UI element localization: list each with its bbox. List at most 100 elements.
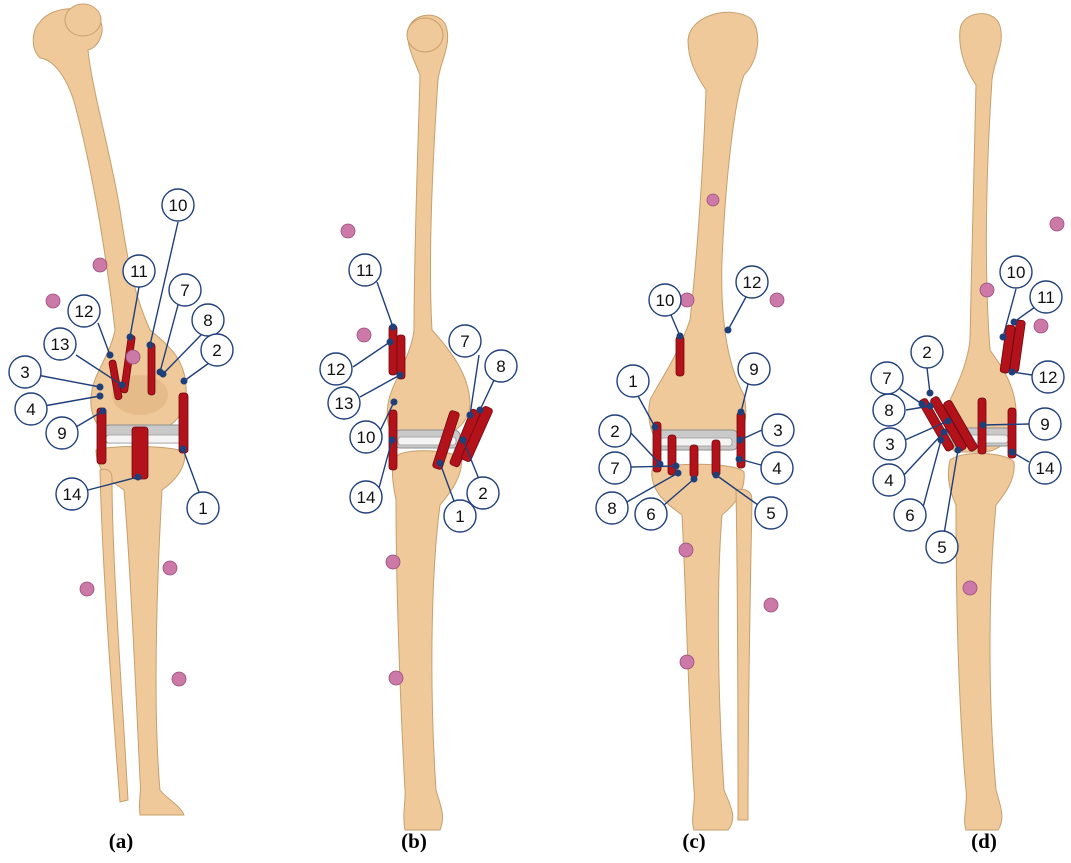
label-d-6: 6 xyxy=(894,499,926,531)
svg-text:12: 12 xyxy=(327,360,346,379)
svg-text:10: 10 xyxy=(169,196,188,215)
label-a-14: 14 xyxy=(56,478,88,510)
svg-text:9: 9 xyxy=(749,360,758,379)
label-d-10: 10 xyxy=(1000,256,1032,288)
label-d-14: 14 xyxy=(1029,452,1061,484)
svg-text:7: 7 xyxy=(610,459,619,478)
marker xyxy=(172,672,186,686)
fibula-bone xyxy=(100,469,128,802)
panel-caption-b: (b) xyxy=(401,829,427,853)
svg-text:9: 9 xyxy=(1040,415,1049,434)
ligament xyxy=(389,325,397,375)
svg-text:1: 1 xyxy=(198,499,207,518)
svg-text:10: 10 xyxy=(656,291,675,310)
svg-text:4: 4 xyxy=(26,400,35,419)
svg-text:10: 10 xyxy=(357,428,376,447)
label-c-2: 2 xyxy=(599,415,631,447)
panel-caption-c: (c) xyxy=(682,829,705,853)
panel-caption-a: (a) xyxy=(109,829,134,853)
label-a-2: 2 xyxy=(201,334,233,366)
label-a-7: 7 xyxy=(169,274,201,306)
label-a-8: 8 xyxy=(192,304,224,336)
marker xyxy=(679,543,693,557)
femoral-head xyxy=(65,4,101,36)
label-a-13: 13 xyxy=(44,328,76,360)
svg-text:2: 2 xyxy=(212,341,221,360)
svg-text:7: 7 xyxy=(460,332,469,351)
svg-text:14: 14 xyxy=(1036,459,1055,478)
marker xyxy=(341,224,355,238)
label-a-9: 9 xyxy=(46,417,78,449)
svg-text:13: 13 xyxy=(51,335,70,354)
marker xyxy=(1050,217,1064,231)
femur-bone xyxy=(649,12,758,448)
svg-text:11: 11 xyxy=(1037,288,1055,307)
ligament xyxy=(148,343,155,395)
marker xyxy=(680,293,694,307)
svg-text:8: 8 xyxy=(884,401,893,420)
label-d-2: 2 xyxy=(911,336,943,368)
svg-text:5: 5 xyxy=(937,538,946,557)
marker xyxy=(357,328,371,342)
svg-text:3: 3 xyxy=(20,363,29,382)
panel-c: 10 12 1 9 2 3 7 4 8 6 5 (c) xyxy=(596,12,794,853)
label-d-7: 7 xyxy=(871,362,903,394)
svg-text:1: 1 xyxy=(455,507,464,526)
svg-text:10: 10 xyxy=(1007,263,1026,282)
label-d-3: 3 xyxy=(874,428,906,460)
label-d-9: 9 xyxy=(1029,408,1061,440)
ligament xyxy=(179,393,188,453)
svg-text:2: 2 xyxy=(478,484,487,503)
label-c-4: 4 xyxy=(761,452,793,484)
svg-text:4: 4 xyxy=(884,471,893,490)
svg-text:2: 2 xyxy=(610,422,619,441)
label-b-2: 2 xyxy=(467,477,499,509)
ligament xyxy=(132,427,148,479)
svg-text:3: 3 xyxy=(773,421,782,440)
svg-text:12: 12 xyxy=(75,302,94,321)
svg-text:8: 8 xyxy=(203,311,212,330)
svg-text:2: 2 xyxy=(922,343,931,362)
svg-text:12: 12 xyxy=(1039,368,1058,387)
panel-d: 10 11 2 12 7 8 9 3 14 4 6 5 (d) xyxy=(871,14,1064,853)
marker xyxy=(163,561,177,575)
ligament xyxy=(690,445,698,477)
label-a-4: 4 xyxy=(15,393,47,425)
label-c-3: 3 xyxy=(762,414,794,446)
label-d-8: 8 xyxy=(873,394,905,426)
label-c-7: 7 xyxy=(599,452,631,484)
label-b-11: 11 xyxy=(349,254,381,286)
marker xyxy=(980,283,994,297)
label-b-7: 7 xyxy=(449,325,481,357)
label-d-11: 11 xyxy=(1030,281,1062,313)
panel-a: 10 11 7 8 12 2 13 3 4 9 14 1 (a) xyxy=(9,4,233,853)
label-a-11: 11 xyxy=(123,255,155,287)
label-b-8: 8 xyxy=(485,350,517,382)
marker xyxy=(389,671,403,685)
marker xyxy=(1034,319,1048,333)
label-c-5: 5 xyxy=(755,497,787,529)
svg-text:5: 5 xyxy=(766,504,775,523)
marker xyxy=(764,598,778,612)
marker xyxy=(770,293,784,307)
svg-text:6: 6 xyxy=(646,505,655,524)
label-a-10: 10 xyxy=(162,189,194,221)
svg-text:8: 8 xyxy=(496,357,505,376)
label-d-4: 4 xyxy=(873,464,905,496)
marker xyxy=(80,582,94,596)
label-c-1: 1 xyxy=(617,365,649,397)
label-b-10: 10 xyxy=(350,421,382,453)
label-b-13: 13 xyxy=(328,387,360,419)
svg-text:7: 7 xyxy=(882,369,891,388)
svg-text:11: 11 xyxy=(130,262,148,281)
ligament xyxy=(97,408,106,464)
marker xyxy=(963,581,977,595)
marker xyxy=(707,194,719,206)
svg-text:14: 14 xyxy=(63,485,82,504)
svg-text:9: 9 xyxy=(57,424,66,443)
femur-bone xyxy=(945,14,1016,452)
label-a-12: 12 xyxy=(68,295,100,327)
panel-caption-d: (d) xyxy=(971,829,997,853)
svg-text:4: 4 xyxy=(772,459,781,478)
ligament xyxy=(712,440,720,476)
